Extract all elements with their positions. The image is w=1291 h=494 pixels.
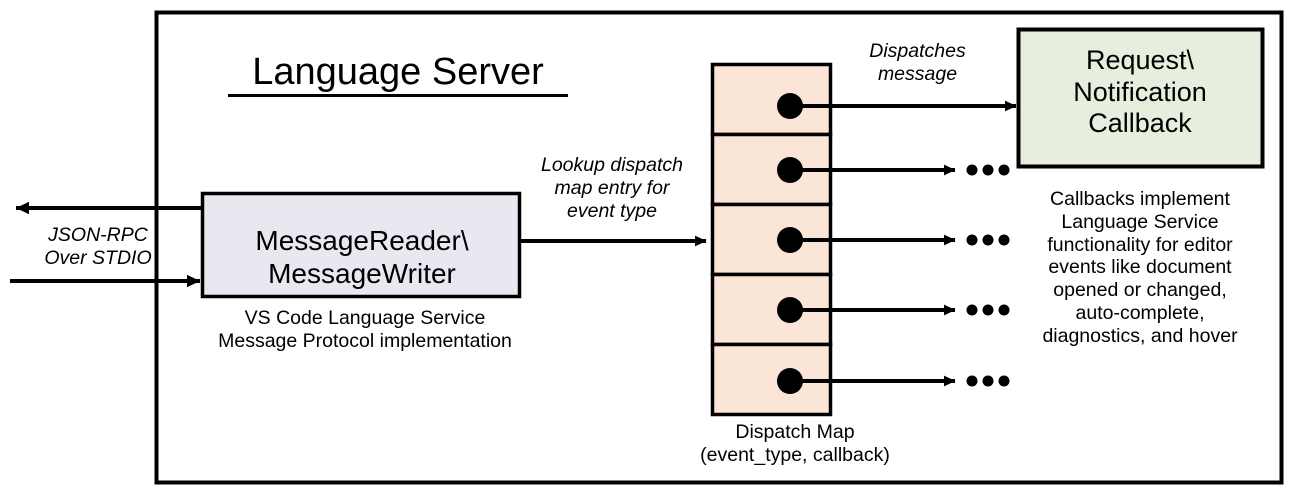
callback-box-label: Request\ Notification Callback <box>1073 45 1207 139</box>
message-io-box[interactable] <box>200 191 522 299</box>
callback-box-caption: Callbacks implement Language Service fun… <box>1042 188 1238 347</box>
callback-box[interactable] <box>1016 27 1265 169</box>
message-io-box-label: MessageReader\ MessageWriter <box>255 225 469 289</box>
page-title: Language Server <box>228 52 568 98</box>
message-io-box-caption: VS Code Language Service Message Protoco… <box>218 307 512 352</box>
ellipsis-icon <box>966 164 1010 176</box>
ellipsis-icon <box>966 375 1010 387</box>
dispatch-map[interactable] <box>710 62 833 417</box>
json-rpc-channel-label: JSON-RPC Over STDIO <box>44 224 152 269</box>
ellipsis-icon <box>966 304 1010 316</box>
language-server-boundary <box>154 10 1284 485</box>
lookup-edge-label: Lookup dispatch map entry for event type <box>540 154 684 222</box>
dispatch-map-row[interactable] <box>710 62 833 137</box>
dispatches-message-edge-label: Dispatches message <box>869 40 966 85</box>
dispatch-map-caption: Dispatch Map (event_type, callback) <box>700 421 890 466</box>
ellipsis-icon <box>966 234 1010 246</box>
